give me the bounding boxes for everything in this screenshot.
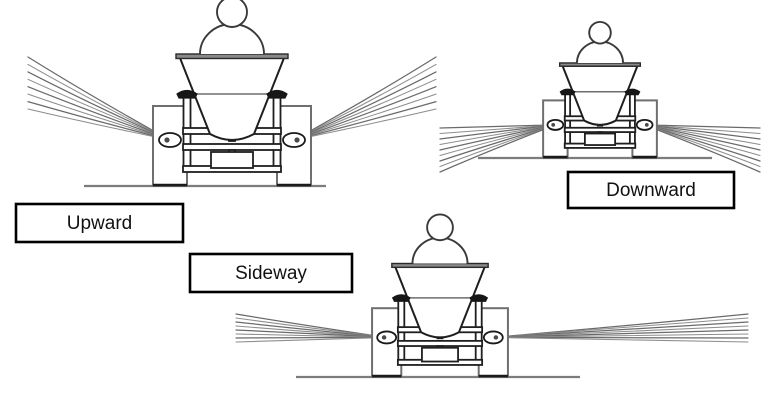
nozzle-cap-right: [266, 89, 288, 99]
spray-ray: [439, 124, 557, 140]
spray-ray: [439, 124, 557, 129]
nozzle-head-left: [376, 330, 398, 345]
spray-ray: [439, 124, 557, 151]
lid-knob: [216, 0, 248, 28]
label-box-upward: Upward: [14, 202, 185, 244]
nozzle-orifice-left: [551, 123, 556, 127]
label-text-sideway: Sideway: [235, 263, 307, 284]
spray-ray: [643, 124, 761, 151]
spray-ray: [293, 86, 437, 141]
nozzle-cap-right: [624, 88, 641, 96]
lid-knob: [426, 213, 454, 242]
nozzle-head-right: [635, 118, 654, 131]
nozzle-orifice-left: [381, 335, 387, 340]
spray-ray: [643, 124, 761, 129]
spray-ray: [293, 78, 437, 141]
nozzle-cap-right: [469, 294, 489, 302]
nozzle-orifice-right: [294, 137, 300, 143]
nozzle-orifice-right: [493, 335, 499, 340]
spray-ray: [27, 71, 171, 141]
lid-rim: [558, 62, 642, 67]
lid-dome: [199, 23, 265, 55]
lid-knob: [588, 20, 612, 45]
nozzle-cap-left: [176, 89, 198, 99]
spray-ray: [439, 124, 557, 162]
nozzle-orifice-left: [164, 137, 170, 143]
spray-ray: [27, 93, 171, 141]
lid-rim: [175, 53, 289, 60]
spray-ray: [27, 78, 171, 141]
machine-unit-upward: [27, 0, 437, 188]
spray-ray: [27, 86, 171, 141]
spray-fan-downward: [439, 124, 761, 173]
nozzle-cap-left: [391, 294, 411, 302]
nozzle-head-right: [282, 132, 306, 148]
spray-ray: [492, 321, 749, 339]
spray-ray: [293, 71, 437, 141]
lid-dome: [576, 40, 624, 63]
spray-ray: [293, 56, 437, 141]
nozzle-head-left: [546, 118, 565, 131]
label-border-upward: [14, 202, 185, 244]
machine-units-layer: [27, 0, 761, 379]
spray-ray: [643, 124, 761, 173]
spray-ray: [27, 56, 171, 141]
machine-unit-sideway: [235, 213, 749, 379]
spray-ray: [439, 124, 557, 173]
spray-ray: [293, 63, 437, 141]
engine-box: [210, 151, 254, 169]
spray-ray: [235, 321, 388, 339]
spray-ray: [293, 93, 437, 141]
hopper: [394, 265, 486, 339]
lid-dome: [411, 236, 469, 264]
nozzle-cap-left: [559, 88, 576, 96]
spray-ray: [27, 63, 171, 141]
spray-ray: [492, 336, 749, 343]
spray-ray: [643, 124, 761, 140]
machine-unit-downward: [439, 20, 761, 173]
spray-ray: [643, 124, 761, 162]
label-text-downward: Downward: [606, 180, 696, 201]
nozzle-orifice-right: [644, 123, 649, 127]
engine-box: [583, 132, 617, 146]
nozzle-head-right: [482, 330, 504, 345]
spray-ray: [492, 336, 749, 339]
label-border-downward: [566, 170, 736, 210]
hopper: [179, 57, 285, 141]
hopper: [561, 64, 639, 126]
spray-fan-sideway: [235, 313, 749, 343]
label-box-downward: Downward: [566, 170, 736, 210]
engine-box: [421, 346, 459, 363]
label-box-sideway: Sideway: [188, 252, 354, 294]
nozzle-head-left: [158, 132, 182, 148]
label-text-upward: Upward: [67, 213, 132, 234]
label-border-sideway: [188, 252, 354, 294]
spray-ray: [235, 336, 388, 343]
lid-rim: [391, 262, 489, 269]
